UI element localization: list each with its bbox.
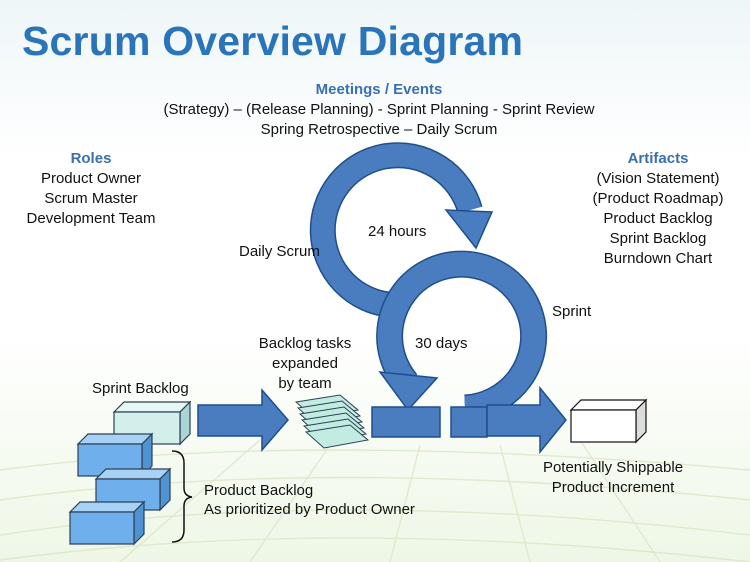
artifact-item: Sprint Backlog (609, 230, 707, 247)
hours-label: 24 hours (368, 223, 427, 240)
sprint-loop-arrow (376, 250, 548, 422)
daily-scrum-label: Daily Scrum (239, 243, 320, 260)
page-title: Scrum Overview Diagram (22, 18, 524, 64)
sprint-backlog-label: Sprint Backlog (92, 380, 189, 397)
flow-arrow-to-increment (486, 385, 567, 455)
sprint-exit-block (450, 406, 488, 438)
daily-scrum-loop-arrow (309, 142, 494, 318)
meetings-line-1: (Strategy) – (Release Planning) - Sprint… (163, 101, 595, 118)
role-item: Scrum Master (44, 190, 138, 207)
product-backlog-brace (171, 450, 193, 543)
artifact-item: (Vision Statement) (596, 170, 720, 187)
artifact-item: Burndown Chart (603, 250, 713, 267)
backlog-tasks-stack (294, 394, 370, 449)
sprint-label: Sprint (552, 303, 592, 320)
role-item: Product Owner (40, 170, 142, 187)
product-backlog-stack (68, 432, 172, 546)
product-increment-box (569, 398, 648, 444)
roles-heading: Roles (70, 150, 112, 167)
artifact-item: Product Backlog (603, 210, 713, 227)
sprint-base-block (371, 406, 441, 438)
artifact-item: (Product Roadmap) (592, 190, 724, 207)
role-item: Development Team (26, 210, 156, 227)
meetings-line-2: Spring Retrospective – Daily Scrum (260, 121, 498, 138)
flow-arrow-to-tasks (197, 387, 289, 453)
artifacts-heading: Artifacts (627, 150, 689, 167)
meetings-heading: Meetings / Events (315, 81, 443, 98)
days-label: 30 days (415, 335, 468, 352)
